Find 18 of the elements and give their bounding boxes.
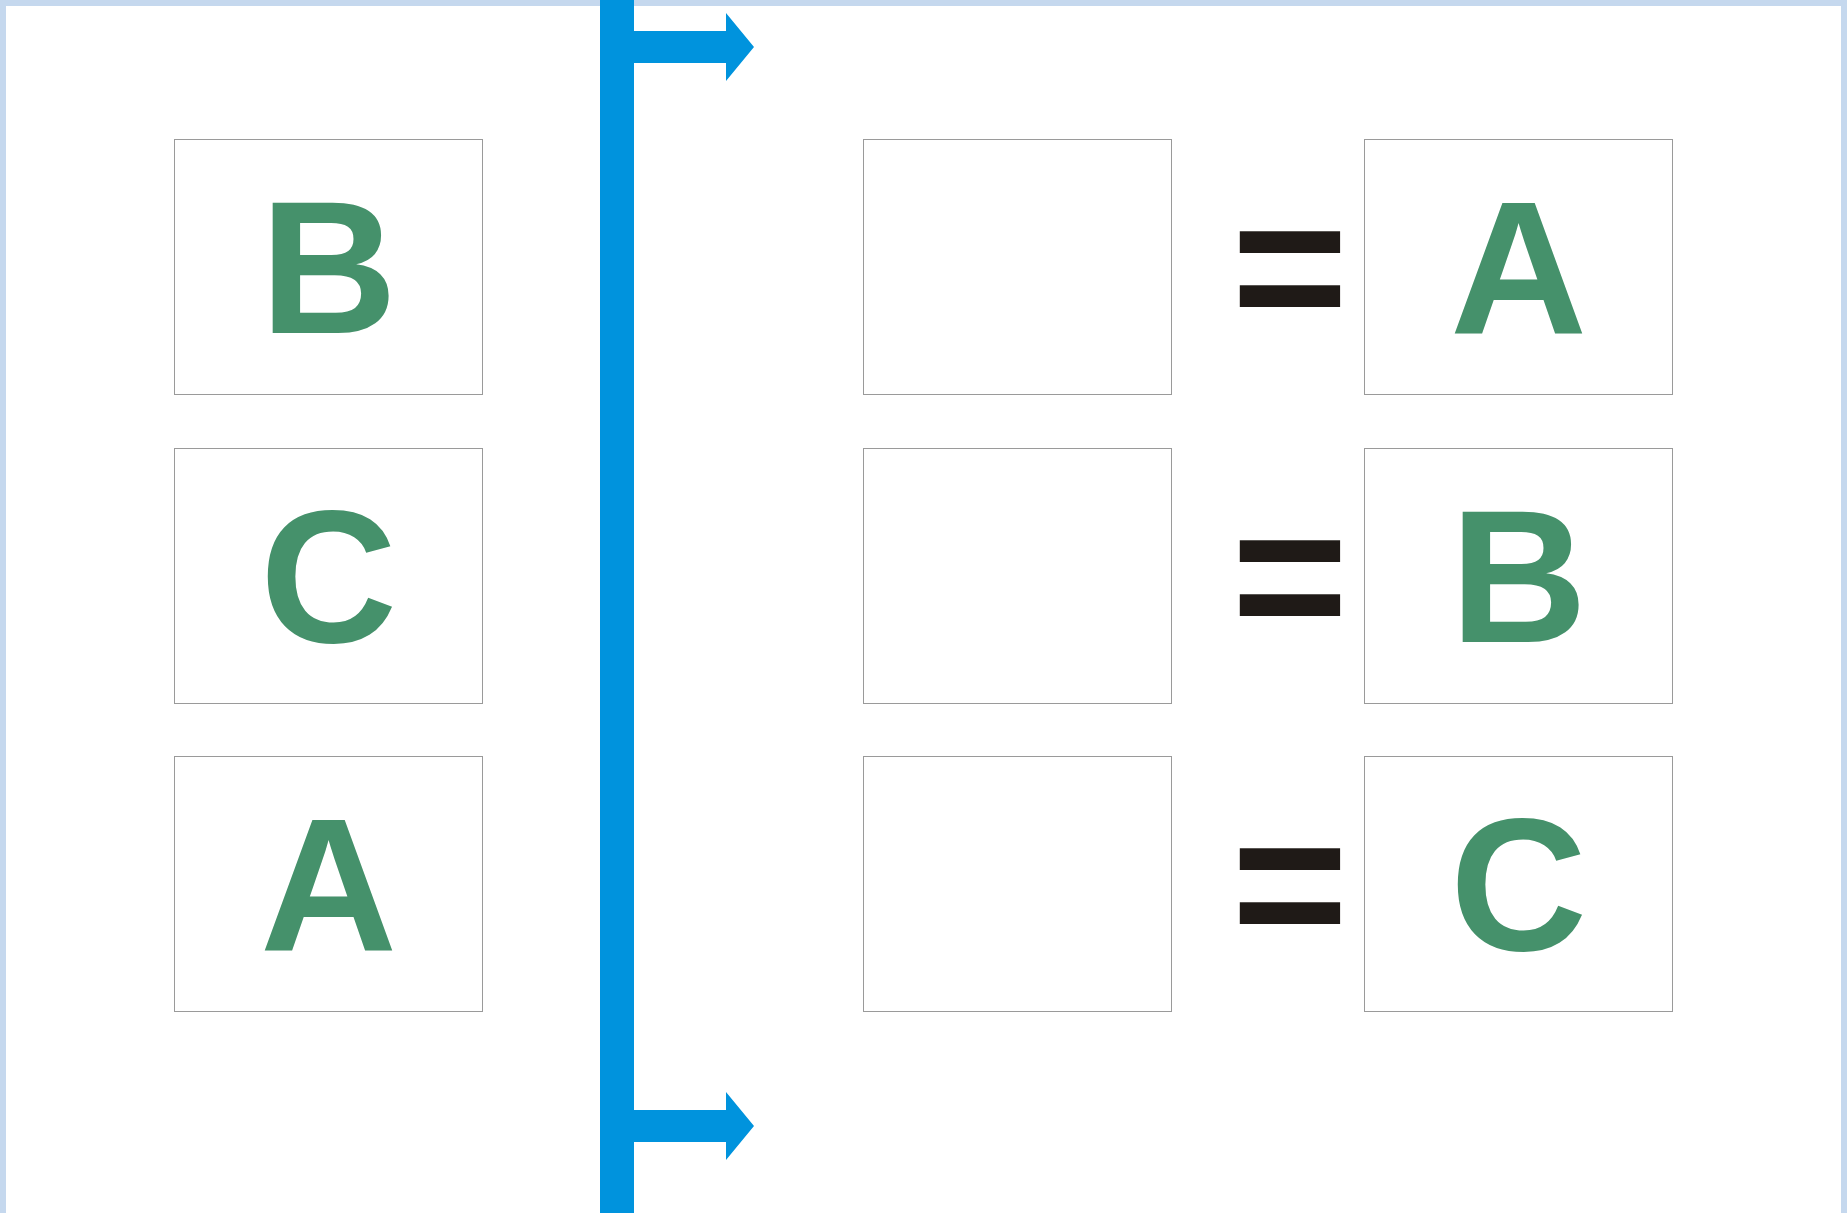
letter: B [1449,481,1588,671]
letter-card [1364,139,1673,395]
empty-box [863,756,1172,1012]
letter-card [1364,756,1673,1012]
equals-sign: = [1230,476,1350,676]
letter: C [259,481,398,671]
letter-card [174,448,483,704]
letter: C [1449,789,1588,979]
equals-sign: = [1230,784,1350,984]
letter-card [1364,448,1673,704]
empty-box [863,139,1172,395]
letter: B [259,172,398,362]
letter: A [259,789,398,979]
equals-sign: = [1230,167,1350,367]
letter: A [1449,172,1588,362]
empty-box [863,448,1172,704]
letter-card [174,756,483,1012]
letter-card [174,139,483,395]
